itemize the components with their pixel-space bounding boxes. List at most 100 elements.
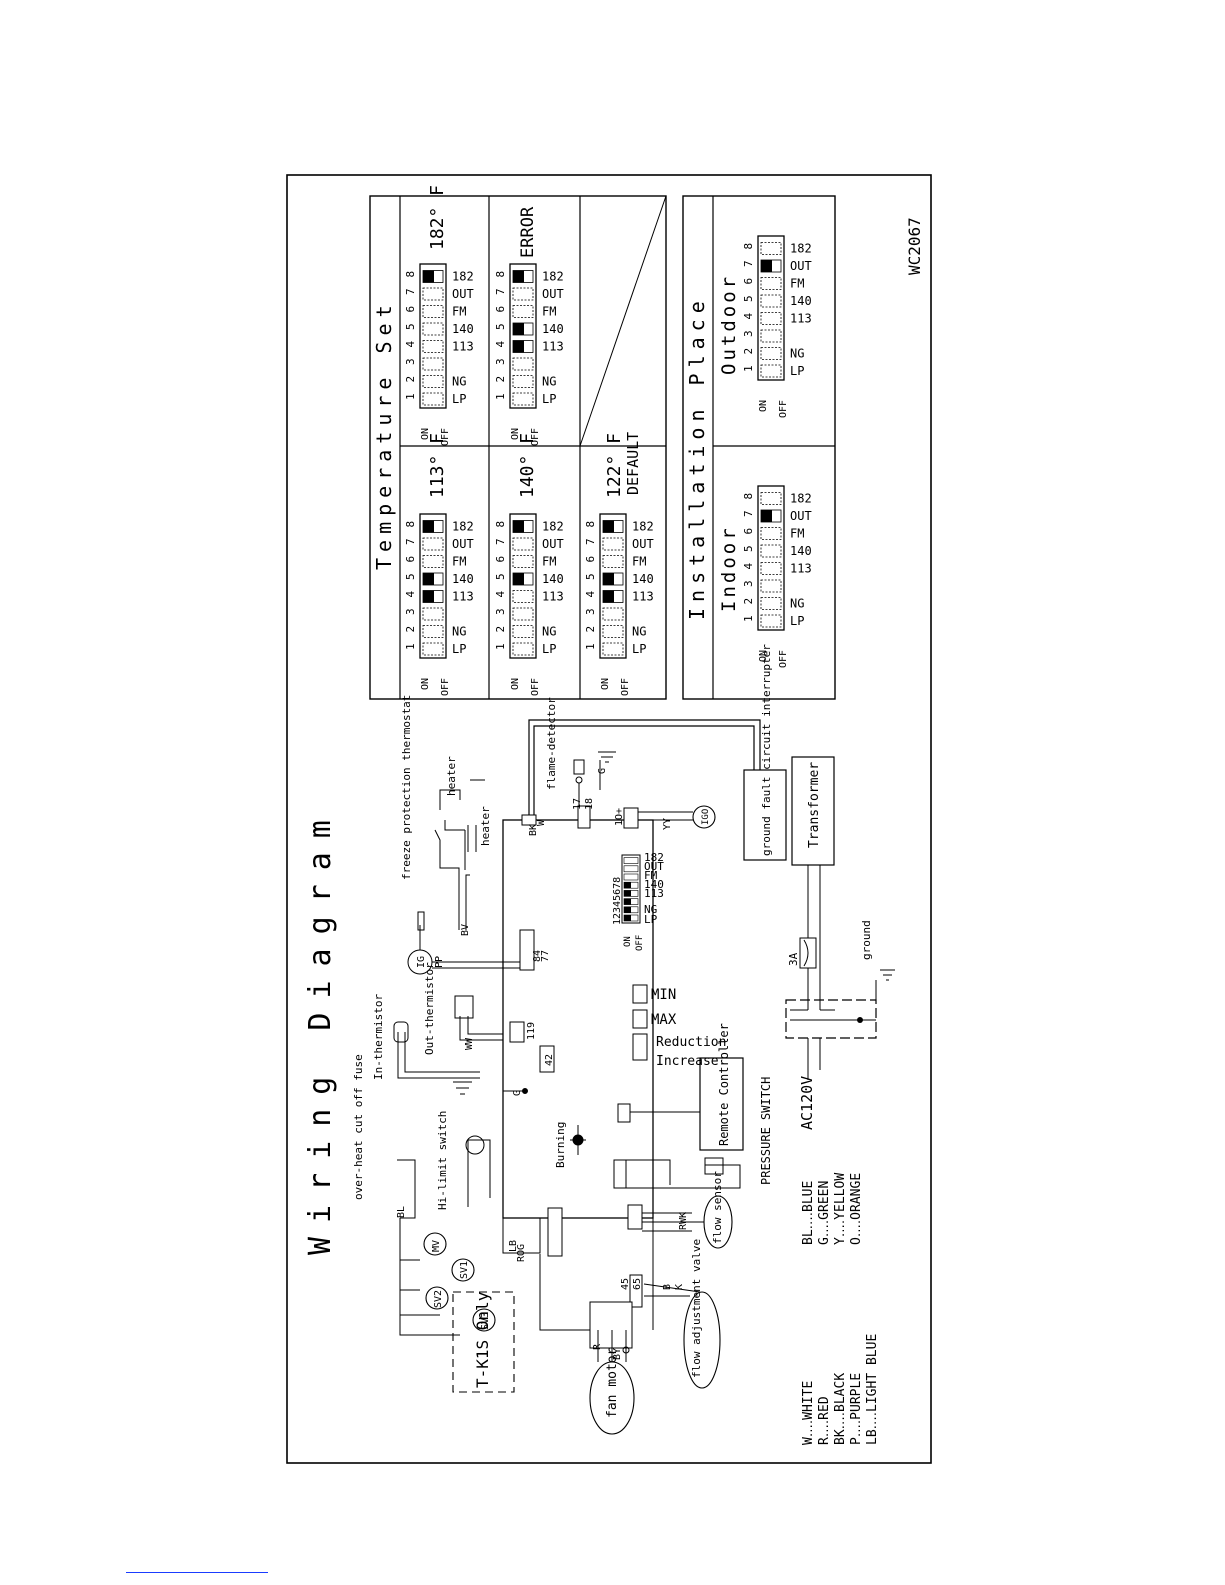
dip-error-opt-182: 182: [542, 270, 564, 284]
heater-a-label: heater: [445, 756, 458, 796]
dip-182-switch-3: [422, 357, 444, 371]
legend-entry-6: G‥‥GREEN: [817, 1181, 832, 1245]
dip-113-num-6: 6: [404, 556, 417, 563]
dip-error-opt-ng: NG: [542, 375, 556, 389]
dip-122-num-1: 1: [584, 643, 597, 650]
dip-182-switch-8-filled: [423, 270, 434, 283]
dip-error-num-5: 5: [494, 323, 507, 330]
dip-140-num-7: 7: [494, 538, 507, 545]
connector-42: 42: [544, 1054, 555, 1066]
out-thermistor-label: Out-thermistor: [423, 962, 436, 1055]
dip-122-switch-3: [602, 607, 624, 621]
dip-outdoor-switch-5: [760, 294, 782, 308]
dip-140-switch-1: [512, 642, 534, 656]
dip-113-off-label: OFF: [440, 678, 451, 696]
legend-entry-3: P‥‥PURPLE: [849, 1373, 864, 1445]
pcb-dip-switch-5-filled: [624, 882, 631, 889]
igniter: IGO: [638, 805, 716, 829]
dip-indoor-num-3: 3: [742, 580, 755, 587]
legend-entry-4: LB‥‥LIGHT BLUE: [865, 1334, 880, 1445]
dip-outdoor-num-1: 1: [742, 365, 755, 372]
dip-140-switch-8-filled: [513, 520, 524, 533]
footer-link-underline[interactable]: [126, 1572, 268, 1573]
flow-sensor: flow sensor: [642, 1171, 733, 1249]
dip-113-opt-113: 113: [452, 590, 474, 604]
legend-entry-0: W‥‥WHITE: [801, 1381, 816, 1445]
dip-140-num-1: 1: [494, 643, 507, 650]
dip-indoor-opt-140: 140: [790, 544, 812, 558]
dip-error-switch-4-filled: [513, 340, 524, 353]
tag-pp: PP: [434, 956, 445, 968]
dip-indoor-opt-out: OUT: [790, 509, 812, 523]
dip-outdoor-opt-ng: NG: [790, 347, 804, 361]
dip-140-num-8: 8: [494, 521, 507, 528]
dip-113-switch-3: [422, 607, 444, 621]
dip-182-opt-ng: NG: [452, 375, 466, 389]
pcb-dip-switch-6: [623, 873, 639, 881]
tag-rog: ROG: [516, 1244, 527, 1262]
ig-label: IG: [416, 956, 427, 968]
sv3-valve-icon: [472, 1308, 496, 1332]
dip-outdoor-switch-3: [760, 329, 782, 343]
dip-122-switch-1: [602, 642, 624, 656]
setting-labels: 182° F 113° F ERROR 140° F 122° F DEFAUL…: [427, 185, 642, 498]
tag-bv: BV: [460, 924, 471, 936]
remote-controller: Remote Controller: [630, 1023, 744, 1151]
connector-labels: 1O+ 17 18 84 77 119 42 45 65 G: [512, 798, 643, 1290]
ac120v-label: AC120V: [798, 1076, 816, 1130]
dip-error-opt-113: 113: [542, 340, 564, 354]
burning-label: Burning: [554, 1122, 567, 1168]
dip-indoor-switch-5: [760, 544, 782, 558]
dip-indoor-switch-4: [760, 562, 782, 575]
mv-valve-icon: [423, 1232, 447, 1256]
pcb-dip-opt-fm: FM: [644, 869, 658, 882]
dip-113-num-7: 7: [404, 538, 417, 545]
dip-error-num-3: 3: [494, 358, 507, 365]
dip-140-switch-6: [512, 555, 534, 568]
flow-adjustment-valve: flow adjustment valve: [643, 1239, 721, 1389]
igo-label: IGO: [701, 809, 711, 825]
dip-113-num-5: 5: [404, 573, 417, 580]
tag-lb: LB: [508, 1240, 519, 1252]
connector-18: 18: [584, 798, 595, 810]
pcb-dip-opt-113: 113: [644, 887, 664, 900]
pcb-dip-opt-out: OUT: [644, 860, 664, 873]
dip-indoor-opt-fm: FM: [790, 527, 804, 541]
dip-122-switch-5-filled: [603, 573, 614, 585]
dip-indoor-num-7: 7: [742, 510, 755, 517]
in-thermistor-label: In-thermistor: [372, 994, 385, 1080]
pot-labels: MIN MAX Reduction Increase: [651, 987, 726, 1069]
dip-182-on-label: ON: [420, 428, 431, 440]
dip-outdoor-switch-6: [760, 277, 782, 290]
dip-outdoor-switch-7-filled: [761, 260, 772, 272]
dip-113-opt-lp: LP: [452, 642, 466, 656]
dip-error-num-7: 7: [494, 288, 507, 295]
dip-122-opt-fm: FM: [632, 555, 646, 569]
dip-outdoor-on-label: ON: [758, 400, 769, 412]
mv-label: MV: [431, 1240, 442, 1252]
dip-113-opt-182: 182: [452, 520, 474, 534]
dip-outdoor-opt-140: 140: [790, 294, 812, 308]
dip-113-num-1: 1: [404, 643, 417, 650]
doc-code: WC2067: [905, 217, 924, 275]
temperature-set-table: Temperature Set: [369, 195, 667, 700]
dip-140-off-label: OFF: [530, 678, 541, 696]
fuse-3a-label: 3A: [787, 952, 800, 966]
dip-outdoor-switch-8: [760, 242, 782, 255]
dip-122-num-4: 4: [584, 591, 597, 598]
setting-122-label: 122° F: [604, 433, 625, 498]
dip-outdoor-off-label: OFF: [778, 400, 789, 418]
sv2-valve-icon: [425, 1286, 449, 1310]
pcb-dip-opt-140: 140: [644, 878, 664, 891]
dip-182-opt-182: 182: [452, 270, 474, 284]
dip-error-switch-5-filled: [513, 323, 524, 335]
control-pcb: [502, 719, 761, 1331]
tk1s-only-box: [452, 1291, 515, 1393]
dip-outdoor-switch-2: [760, 347, 782, 360]
pcb-connectors: [509, 805, 648, 1349]
diagram-frame: [286, 174, 932, 1464]
